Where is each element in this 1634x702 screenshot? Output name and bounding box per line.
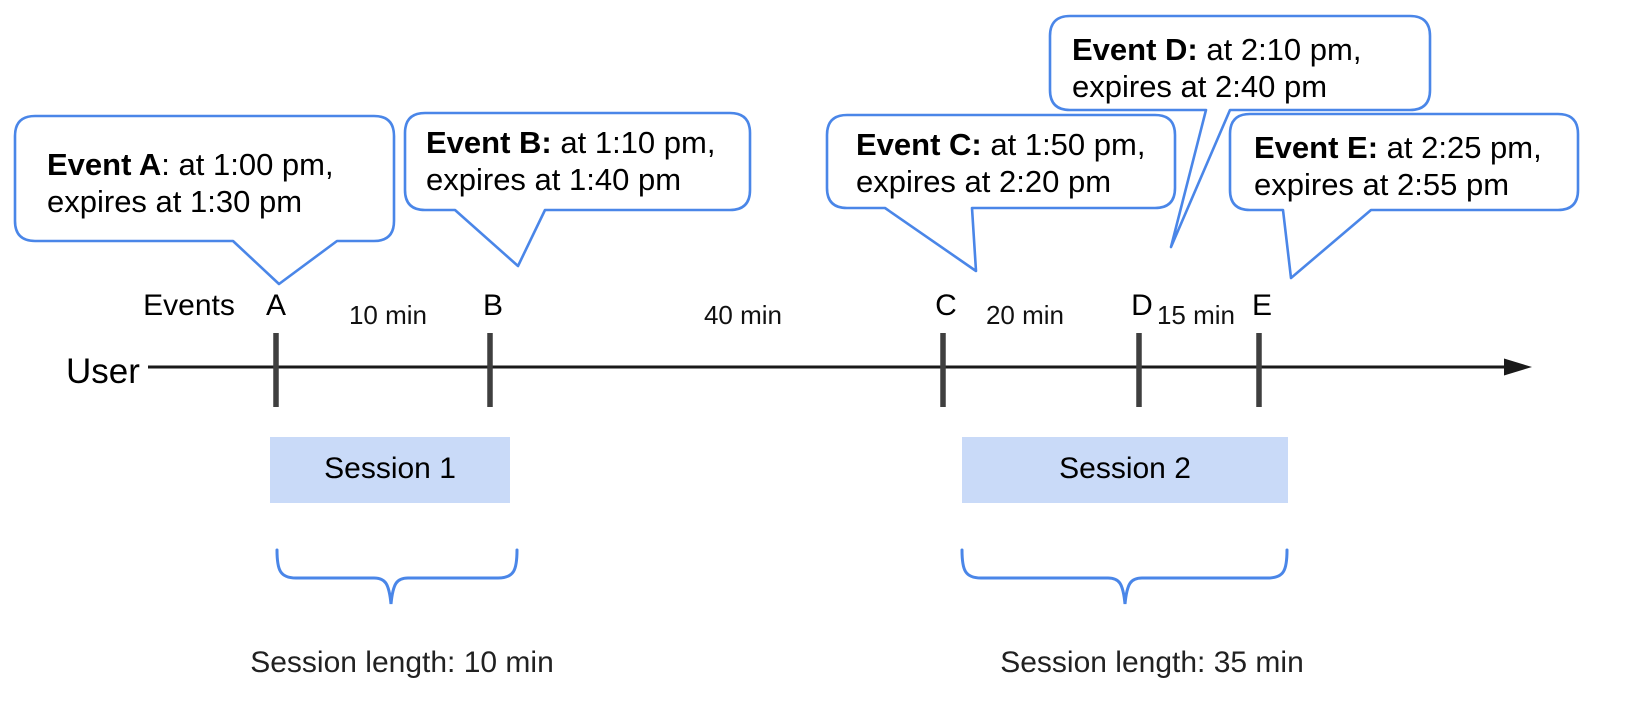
- session-2-box: [962, 437, 1288, 503]
- bubble-text-event-c: Event C: at 1:50 pm, expires at 2:20 pm: [856, 126, 1145, 200]
- event-b-name: Event B:: [426, 125, 552, 160]
- gap-label-c-d: 20 min: [985, 300, 1065, 330]
- events-row-label: Events: [143, 289, 235, 322]
- bubble-text-event-e: Event E: at 2:25 pm, expires at 2:55 pm: [1254, 129, 1542, 203]
- event-c-time: at 1:50 pm,: [981, 127, 1146, 162]
- event-label-c: C: [935, 289, 957, 322]
- speech-bubble-event-d: [1048, 14, 1432, 249]
- event-e-name: Event E:: [1254, 130, 1379, 165]
- session-2-label: Session 2: [1059, 452, 1191, 485]
- timeline-arrowhead-icon: [1504, 358, 1532, 376]
- bubble-text-event-a: Event A: at 1:00 pm, expires at 1:30 pm: [47, 146, 334, 220]
- gap-label-d-e: 15 min: [1156, 300, 1236, 330]
- bubble-line-2: expires at 2:40 pm: [1072, 69, 1328, 104]
- gap-label-a-b: 10 min: [348, 300, 428, 330]
- session-1-length-caption: Session length: 10 min: [250, 646, 554, 679]
- speech-bubble-event-b: [403, 111, 752, 268]
- event-c-name: Event C:: [856, 127, 982, 162]
- speech-bubble-event-e: [1228, 112, 1580, 280]
- bubble-line-2: expires at 1:30 pm: [47, 184, 303, 219]
- session-2-brace: [960, 548, 1289, 605]
- session-2-length-caption: Session length: 35 min: [1000, 646, 1304, 679]
- bubble-line-2: expires at 2:20 pm: [856, 164, 1112, 199]
- event-label-b: B: [482, 289, 504, 322]
- bubble-line-1: Event D: at 2:10 pm,: [1072, 31, 1361, 68]
- event-d-time: at 2:10 pm,: [1197, 32, 1362, 67]
- speech-bubble-event-a: [13, 114, 396, 286]
- bubble-line-2: expires at 1:40 pm: [426, 162, 682, 197]
- gap-label-b-c: 40 min: [703, 300, 783, 330]
- bubble-line-1: Event B: at 1:10 pm,: [426, 124, 715, 161]
- session-1-box: [270, 437, 510, 503]
- event-label-a: A: [265, 289, 287, 322]
- speech-bubble-event-c: [825, 113, 1177, 273]
- event-label-e: E: [1251, 289, 1273, 322]
- bubble-line-2: expires at 2:55 pm: [1254, 167, 1510, 202]
- event-a-time: : at 1:00 pm,: [161, 147, 334, 182]
- bubble-line-1: Event E: at 2:25 pm,: [1254, 129, 1542, 166]
- event-label-d: D: [1131, 289, 1153, 322]
- bubble-line-1: Event A: at 1:00 pm,: [47, 146, 334, 183]
- event-e-time: at 2:25 pm,: [1378, 130, 1542, 165]
- user-lane-label: User: [66, 352, 140, 391]
- session-1-brace: [275, 548, 519, 605]
- session-1-label: Session 1: [324, 452, 456, 485]
- bubble-text-event-b: Event B: at 1:10 pm, expires at 1:40 pm: [426, 124, 715, 198]
- bubble-line-1: Event C: at 1:50 pm,: [856, 126, 1145, 163]
- event-b-time: at 1:10 pm,: [551, 125, 716, 160]
- bubble-text-event-d: Event D: at 2:10 pm, expires at 2:40 pm: [1072, 31, 1361, 105]
- event-d-name: Event D:: [1072, 32, 1198, 67]
- event-a-name: Event A: [47, 147, 162, 182]
